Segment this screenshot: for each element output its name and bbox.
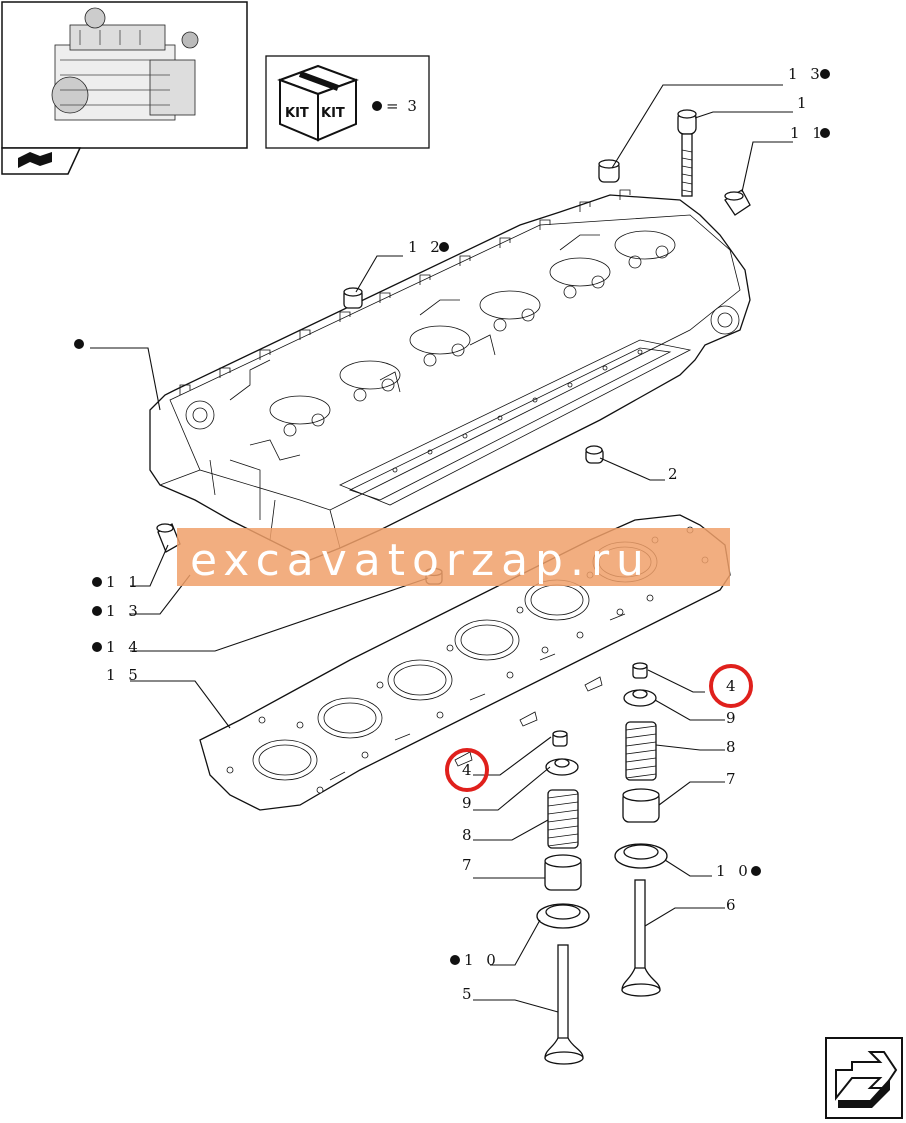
watermark-text: excavatorzap.ru [190, 535, 651, 586]
bullet-dot [820, 128, 830, 138]
callout-11-top[interactable]: 1 1 [790, 124, 826, 142]
bullet-dot [820, 69, 830, 79]
bullet-dot [92, 642, 102, 652]
valve-collet-4-left[interactable] [552, 730, 568, 747]
valve-seal-7-right[interactable] [622, 788, 660, 823]
kit-label-left: KIT [285, 106, 309, 121]
kit-box[interactable]: KIT KIT = 3 [265, 55, 430, 149]
callout-5[interactable]: 5 [462, 985, 476, 1003]
watermark: excavatorzap.ru [177, 528, 730, 586]
valve-collet-4-right[interactable] [632, 662, 648, 679]
callout-6[interactable]: 6 [726, 896, 740, 914]
valve-5[interactable] [544, 944, 584, 1065]
callout-14[interactable]: 1 4 [106, 638, 142, 656]
callout-1[interactable]: 1 [797, 94, 811, 112]
callout-labels: 1 3 1 1 1 1 2 2 1 1 1 3 1 4 1 5 4 9 8 7 … [74, 65, 830, 1003]
callout-12[interactable]: 1 2 [408, 238, 444, 256]
callout-9-right[interactable]: 9 [726, 709, 740, 727]
callout-13-left[interactable]: 1 3 [106, 602, 142, 620]
callout-10-left[interactable]: 1 0 [464, 951, 500, 969]
callout-7-right[interactable]: 7 [726, 770, 740, 788]
callout-10-right[interactable]: 1 0 [716, 862, 752, 880]
bullet-dot [439, 242, 449, 252]
valve-retainer-9-right[interactable] [623, 689, 657, 707]
engine-thumbnail[interactable] [1, 1, 248, 149]
kit-label-right: KIT [321, 106, 345, 121]
valve-seat-10-left[interactable] [536, 903, 590, 929]
sleeve-12[interactable] [343, 287, 363, 309]
dowel-11-top[interactable] [724, 189, 751, 216]
callout-2[interactable]: 2 [668, 465, 682, 483]
bullet-dot [372, 101, 382, 111]
cylinder-head[interactable] [149, 189, 751, 561]
bullet-dot [92, 606, 102, 616]
bullet-dot [751, 866, 761, 876]
bolt-1[interactable] [677, 109, 697, 197]
callout-9-left[interactable]: 9 [462, 794, 476, 812]
dowel-11-left[interactable] [156, 523, 181, 553]
highlight-circle-right [709, 664, 753, 708]
callout-8-left[interactable]: 8 [462, 826, 476, 844]
bullet-dot [450, 955, 460, 965]
valve-spring-8-left[interactable] [547, 789, 579, 849]
kit-count: = 3 [386, 97, 419, 115]
plug-2[interactable] [585, 445, 604, 464]
callout-head[interactable] [74, 339, 84, 349]
valve-6[interactable] [621, 879, 661, 997]
leader-lines [90, 84, 793, 1013]
kit-box-icon: KIT KIT [277, 64, 359, 142]
valve-spring-8-right[interactable] [625, 721, 657, 781]
callout-7-left[interactable]: 7 [462, 856, 476, 874]
valve-retainer-9-left[interactable] [545, 758, 579, 776]
callout-8-right[interactable]: 8 [726, 738, 740, 756]
valve-seat-10-right[interactable] [614, 843, 668, 869]
callout-11-left[interactable]: 1 1 [106, 573, 142, 591]
next-page-arrow-icon[interactable] [825, 1037, 903, 1119]
highlight-circle-left [445, 748, 489, 792]
bullet-dot [92, 577, 102, 587]
book-icon[interactable] [1, 147, 82, 175]
callout-4-right[interactable]: 4 [726, 677, 740, 695]
valve-seal-7-left[interactable] [544, 854, 582, 891]
sleeve-13-top[interactable] [598, 159, 620, 183]
callout-4-left[interactable]: 4 [462, 761, 476, 779]
callout-15[interactable]: 1 5 [106, 666, 142, 684]
callout-13-top[interactable]: 1 3 [788, 65, 824, 83]
